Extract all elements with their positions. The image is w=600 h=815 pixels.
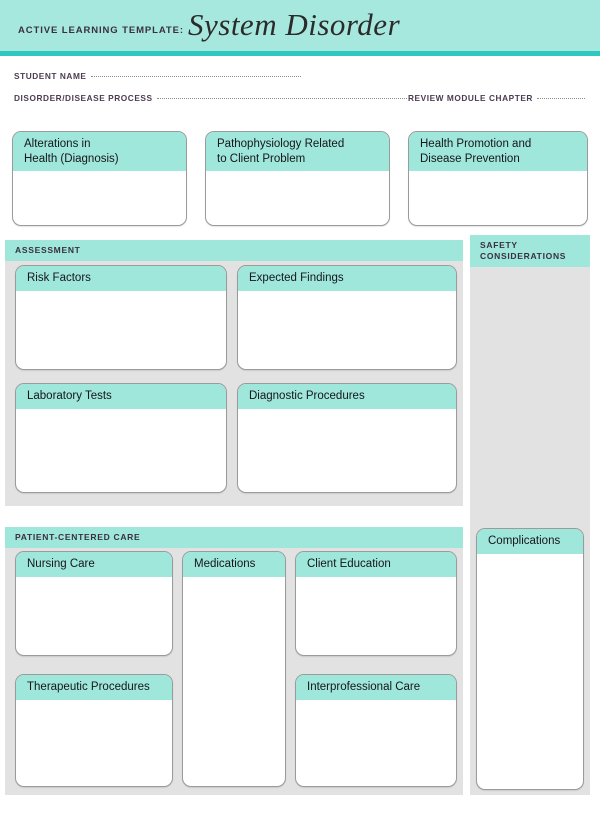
card-laboratory-tests-title: Laboratory Tests [16,384,226,409]
card-health-promotion-title: Health Promotion and Disease Prevention [409,132,587,171]
page-title: System Disorder [188,7,401,42]
card-pathophysiology[interactable]: Pathophysiology Related to Client Proble… [205,131,390,226]
card-alterations-in-health[interactable]: Alterations in Health (Diagnosis) [12,131,187,226]
panel-safety-considerations-title: SAFETY CONSIDERATIONS [470,235,590,267]
card-risk-factors[interactable]: Risk Factors [15,265,227,370]
card-nursing-care[interactable]: Nursing Care [15,551,173,656]
card-laboratory-tests[interactable]: Laboratory Tests [15,383,227,493]
panel-assessment-title: ASSESSMENT [5,240,463,261]
student-name-label: STUDENT NAME [14,71,87,81]
card-therapeutic-procedures-title: Therapeutic Procedures [16,675,172,700]
header-divider-rule [0,51,600,56]
student-name-input[interactable] [90,75,301,77]
template-type-label: ACTIVE LEARNING TEMPLATE: [18,25,184,36]
panel-patient-centered-care-title: PATIENT-CENTERED CARE [5,527,463,548]
card-complications-title: Complications [477,529,583,554]
header-band [0,0,600,51]
card-diagnostic-procedures[interactable]: Diagnostic Procedures [237,383,457,493]
card-complications[interactable]: Complications [476,528,584,790]
card-risk-factors-title: Risk Factors [16,266,226,291]
review-module-input[interactable] [536,97,585,99]
card-interprofessional-care-title: Interprofessional Care [296,675,456,700]
card-client-education[interactable]: Client Education [295,551,457,656]
card-interprofessional-care[interactable]: Interprofessional Care [295,674,457,787]
review-module-label: REVIEW MODULE CHAPTER [408,93,533,103]
card-expected-findings[interactable]: Expected Findings [237,265,457,370]
card-medications[interactable]: Medications [182,551,286,787]
card-expected-findings-title: Expected Findings [238,266,456,291]
student-name-field-group: STUDENT NAME [14,71,301,81]
disorder-process-field-group: DISORDER/DISEASE PROCESS [14,93,407,103]
card-diagnostic-procedures-title: Diagnostic Procedures [238,384,456,409]
card-health-promotion[interactable]: Health Promotion and Disease Prevention [408,131,588,226]
disorder-process-input[interactable] [156,97,407,99]
card-therapeutic-procedures[interactable]: Therapeutic Procedures [15,674,173,787]
card-alterations-in-health-title: Alterations in Health (Diagnosis) [13,132,186,171]
disorder-process-label: DISORDER/DISEASE PROCESS [14,93,153,103]
card-medications-title: Medications [183,552,285,577]
card-client-education-title: Client Education [296,552,456,577]
card-pathophysiology-title: Pathophysiology Related to Client Proble… [206,132,389,171]
card-nursing-care-title: Nursing Care [16,552,172,577]
review-module-field-group: REVIEW MODULE CHAPTER [408,93,585,103]
